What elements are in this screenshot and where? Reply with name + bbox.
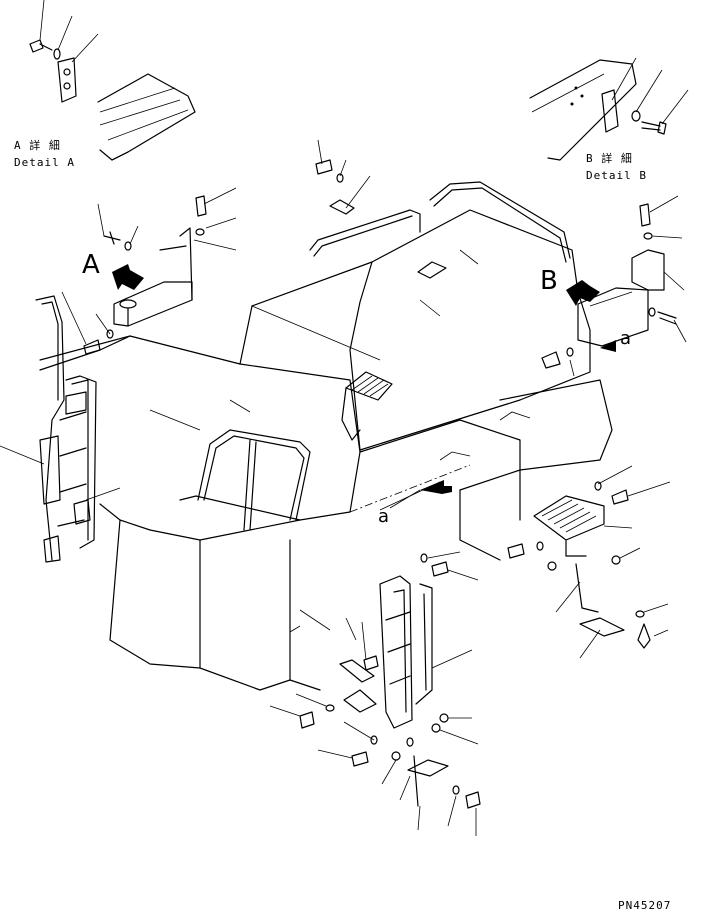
cab-guard-frame xyxy=(179,429,311,531)
detail-a-caption-jp: A 詳 細 xyxy=(14,139,61,152)
center-step xyxy=(341,371,393,441)
view-marker-a-small-right: a xyxy=(620,328,632,349)
detail-a-inset xyxy=(29,0,196,161)
part-number: PN45207 xyxy=(618,899,672,912)
detail-b-caption-jp: B 詳 細 xyxy=(586,152,633,165)
right-step xyxy=(533,495,651,649)
view-marker-a-small-center: a xyxy=(378,506,390,527)
bracket-a xyxy=(61,187,237,355)
view-arrow-a xyxy=(420,480,452,494)
view-marker-a: A xyxy=(82,250,100,280)
fasteners xyxy=(0,139,671,836)
detail-a-caption-en: Detail A xyxy=(14,156,75,169)
housing-b xyxy=(541,195,687,377)
detail-b-inset xyxy=(529,57,689,161)
left-ladder xyxy=(35,295,97,563)
machine-body xyxy=(39,209,613,691)
hood-handrails xyxy=(309,181,571,279)
view-marker-b: B xyxy=(540,266,558,296)
front-right-ladder xyxy=(339,575,449,807)
detail-b-caption-en: Detail B xyxy=(586,169,647,182)
